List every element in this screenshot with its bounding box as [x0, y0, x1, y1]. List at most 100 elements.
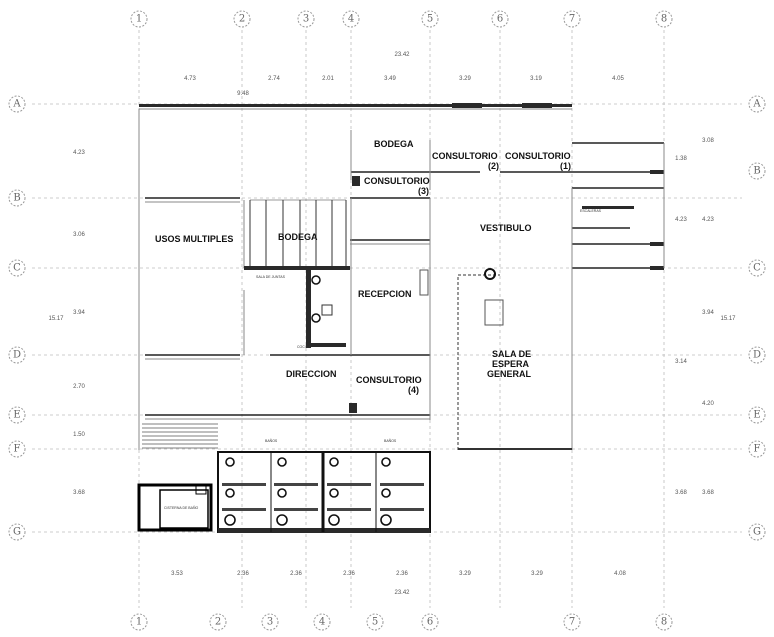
- label-consultorio-1: CONSULTORIO: [505, 151, 571, 161]
- bodega-shelving: [249, 199, 347, 266]
- svg-text:1: 1: [136, 617, 142, 628]
- dim-right-outer-2: 4.23: [702, 217, 714, 223]
- grid-bubble-right-d: D: [748, 346, 766, 364]
- dim-bottom-5: 2.36: [396, 571, 408, 577]
- dim-right-inner-2: 4.23: [675, 217, 687, 223]
- grid-bubble-right-g: G: [748, 523, 766, 541]
- dim-right-inner-3: 3.14: [675, 359, 687, 365]
- dim-top-3: 2.01: [322, 76, 334, 82]
- label-usos-multiples: USOS MULTIPLES: [155, 234, 233, 244]
- svg-text:A: A: [12, 99, 21, 110]
- label-direccion: DIRECCION: [286, 369, 337, 379]
- grid-bubble-bottom-2: 2: [209, 613, 227, 631]
- dimensions-left: 4.23 3.06 3.94 2.70 1.50 3.68 15.17: [48, 150, 85, 496]
- dim-right-outer-1: 3.08: [702, 138, 714, 144]
- grid-bubble-left-c: C: [8, 259, 26, 277]
- svg-text:7: 7: [569, 617, 575, 628]
- dim-top-2: 2.74: [268, 76, 280, 82]
- grid-bubble-right-f: F: [748, 440, 766, 458]
- label-sala-juntas: SALA DE JUNTAS: [256, 275, 286, 279]
- dim-left-6: 3.68: [73, 490, 85, 496]
- label-consultorio-2: CONSULTORIO: [432, 151, 498, 161]
- label-cocina: COCINA: [297, 345, 311, 349]
- svg-text:D: D: [753, 350, 761, 361]
- label-consultorio-4: CONSULTORIO: [356, 375, 422, 385]
- bathroom-block: [217, 451, 431, 533]
- room-labels: BODEGA CONSULTORIO (2) CONSULTORIO (1) C…: [155, 139, 571, 395]
- dim-bottom-3: 2.36: [290, 571, 302, 577]
- svg-text:4: 4: [319, 617, 325, 628]
- grid-bubble-top-6: 6: [491, 10, 509, 28]
- grid-bubble-right-a: A: [748, 95, 766, 113]
- small-labels: ESCALERAS SALA DE JUNTAS COCINA BAÑOS BA…: [164, 209, 602, 510]
- svg-text:1: 1: [136, 14, 142, 25]
- grid-bubbles-bottom: 1 2 3 4 5 6 7 8: [130, 613, 673, 631]
- svg-text:2: 2: [239, 14, 245, 25]
- svg-text:8: 8: [661, 617, 667, 628]
- dim-left-4: 2.70: [73, 384, 85, 390]
- dim-top-1: 4.73: [184, 76, 196, 82]
- svg-text:C: C: [13, 263, 21, 274]
- svg-text:D: D: [13, 350, 21, 361]
- svg-text:7: 7: [569, 14, 575, 25]
- grid-bubble-top-1: 1: [130, 10, 148, 28]
- dim-bottom-2: 2.36: [237, 571, 249, 577]
- dim-right-inner-1: 1.38: [675, 156, 687, 162]
- walls: [138, 103, 665, 450]
- dim-top-extra: 9.48: [237, 91, 249, 97]
- dimensions-right: 1.38 4.23 3.14 4.20 3.68 3.08 4.23 3.94 …: [675, 138, 736, 496]
- grid-bubbles-left: A B C D E F G: [8, 95, 26, 541]
- svg-text:E: E: [753, 410, 760, 421]
- grid-bubble-bottom-7: 7: [563, 613, 581, 631]
- label-consultorio-1-number: (1): [560, 161, 571, 171]
- svg-text:A: A: [752, 99, 761, 110]
- label-banos-1: BAÑOS: [265, 438, 278, 443]
- svg-text:G: G: [13, 527, 21, 538]
- grid-bubble-left-e: E: [8, 406, 26, 424]
- grid-bubble-bottom-6: 6: [421, 613, 439, 631]
- dim-right-inner-5: 3.68: [675, 490, 687, 496]
- label-consultorio-2-number: (2): [488, 161, 499, 171]
- dim-left-3: 3.94: [73, 310, 85, 316]
- dim-left-total: 15.17: [48, 316, 64, 322]
- svg-text:8: 8: [661, 14, 667, 25]
- svg-text:6: 6: [497, 14, 503, 25]
- label-escaleras: ESCALERAS: [580, 209, 602, 213]
- label-consultorio-3: CONSULTORIO: [364, 176, 430, 186]
- label-consultorio-3-number: (3): [418, 186, 429, 196]
- grid-bubble-top-2: 2: [233, 10, 251, 28]
- grid-bubble-left-a: A: [8, 95, 26, 113]
- grid-bubble-left-b: B: [8, 189, 26, 207]
- dimensions-top: 23.42 4.73 2.74 2.01 3.49 3.29 3.19 4.05…: [184, 52, 624, 97]
- label-sala-2: ESPERA: [492, 359, 530, 369]
- dim-top-total: 23.42: [394, 52, 410, 58]
- svg-text:G: G: [753, 527, 761, 538]
- dim-top-4: 3.49: [384, 76, 396, 82]
- svg-text:3: 3: [267, 617, 273, 628]
- dim-right-inner-4: 4.20: [702, 401, 714, 407]
- dim-bottom-7: 3.29: [531, 571, 543, 577]
- svg-text:2: 2: [215, 617, 221, 628]
- dim-right-outer-3: 3.94: [702, 310, 714, 316]
- grid-bubble-right-c: C: [748, 259, 766, 277]
- cistern: [137, 483, 213, 532]
- grid-bubble-top-4: 4: [342, 10, 360, 28]
- svg-text:5: 5: [372, 617, 378, 628]
- label-bodega-top: BODEGA: [374, 139, 414, 149]
- dim-bottom-4: 2.36: [343, 571, 355, 577]
- stairs-left: [142, 423, 218, 449]
- label-bodega-mid: BODEGA: [278, 232, 318, 242]
- svg-text:3: 3: [303, 14, 309, 25]
- dim-bottom-1: 3.53: [171, 571, 183, 577]
- label-sala-1: SALA DE: [492, 349, 531, 359]
- grid-bubble-left-f: F: [8, 440, 26, 458]
- grid-bubble-top-3: 3: [297, 10, 315, 28]
- dim-bottom-6: 3.29: [459, 571, 471, 577]
- dim-top-6: 3.19: [530, 76, 542, 82]
- grid-bubble-top-5: 5: [421, 10, 439, 28]
- label-recepcion: RECEPCION: [358, 289, 412, 299]
- grid-bubbles-top: 1 2 3 4 5 6 7 8: [130, 10, 673, 28]
- dimensions-bottom: 3.53 2.36 2.36 2.36 2.36 3.29 3.29 4.08 …: [171, 571, 626, 596]
- grid-bubble-top-8: 8: [655, 10, 673, 28]
